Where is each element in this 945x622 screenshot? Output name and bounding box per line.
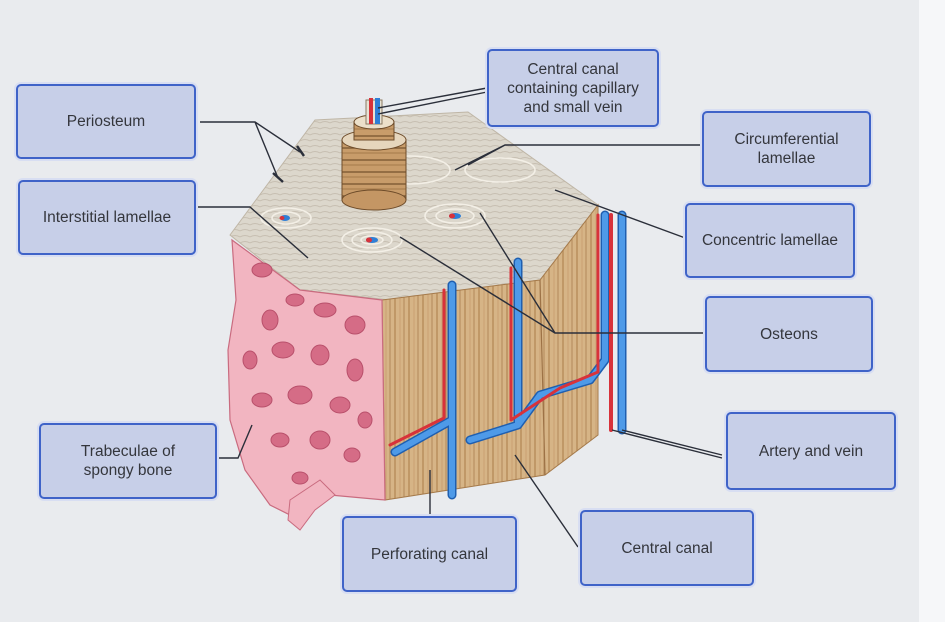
label-concentric-lamellae[interactable]: Concentric lamellae — [685, 203, 855, 278]
leader-trabeculae — [215, 424, 253, 459]
leader-interstitial — [198, 206, 309, 259]
spongy-bone-holes — [242, 262, 373, 485]
leader-circumferential — [454, 144, 702, 171]
label-osteons[interactable]: Osteons — [705, 296, 873, 372]
leader-artery-vein — [611, 429, 723, 459]
label-central-canal-capillary[interactable]: Central canal containing capillary and s… — [487, 49, 659, 127]
label-circumferential-lamellae[interactable]: Circumferential lamellae — [702, 111, 871, 187]
leader-concentric — [554, 189, 689, 240]
leader-periosteum — [200, 121, 301, 179]
label-central-canal[interactable]: Central canal — [580, 510, 754, 586]
protruding-osteon — [341, 98, 407, 211]
leader-central-canal-capillary — [377, 87, 488, 115]
label-trabeculae[interactable]: Trabeculae of spongy bone — [39, 423, 217, 499]
label-artery-and-vein[interactable]: Artery and vein — [726, 412, 896, 490]
canal-openings — [279, 213, 461, 243]
label-periosteum[interactable]: Periosteum — [16, 84, 196, 159]
label-interstitial-lamellae[interactable]: Interstitial lamellae — [18, 180, 196, 255]
leader-central-canal — [514, 454, 579, 548]
blood-vessels — [388, 210, 627, 500]
osteon-top-rings — [260, 155, 536, 253]
leader-osteons — [399, 212, 705, 334]
label-perforating-canal[interactable]: Perforating canal — [342, 516, 517, 592]
page-edge — [919, 0, 945, 622]
